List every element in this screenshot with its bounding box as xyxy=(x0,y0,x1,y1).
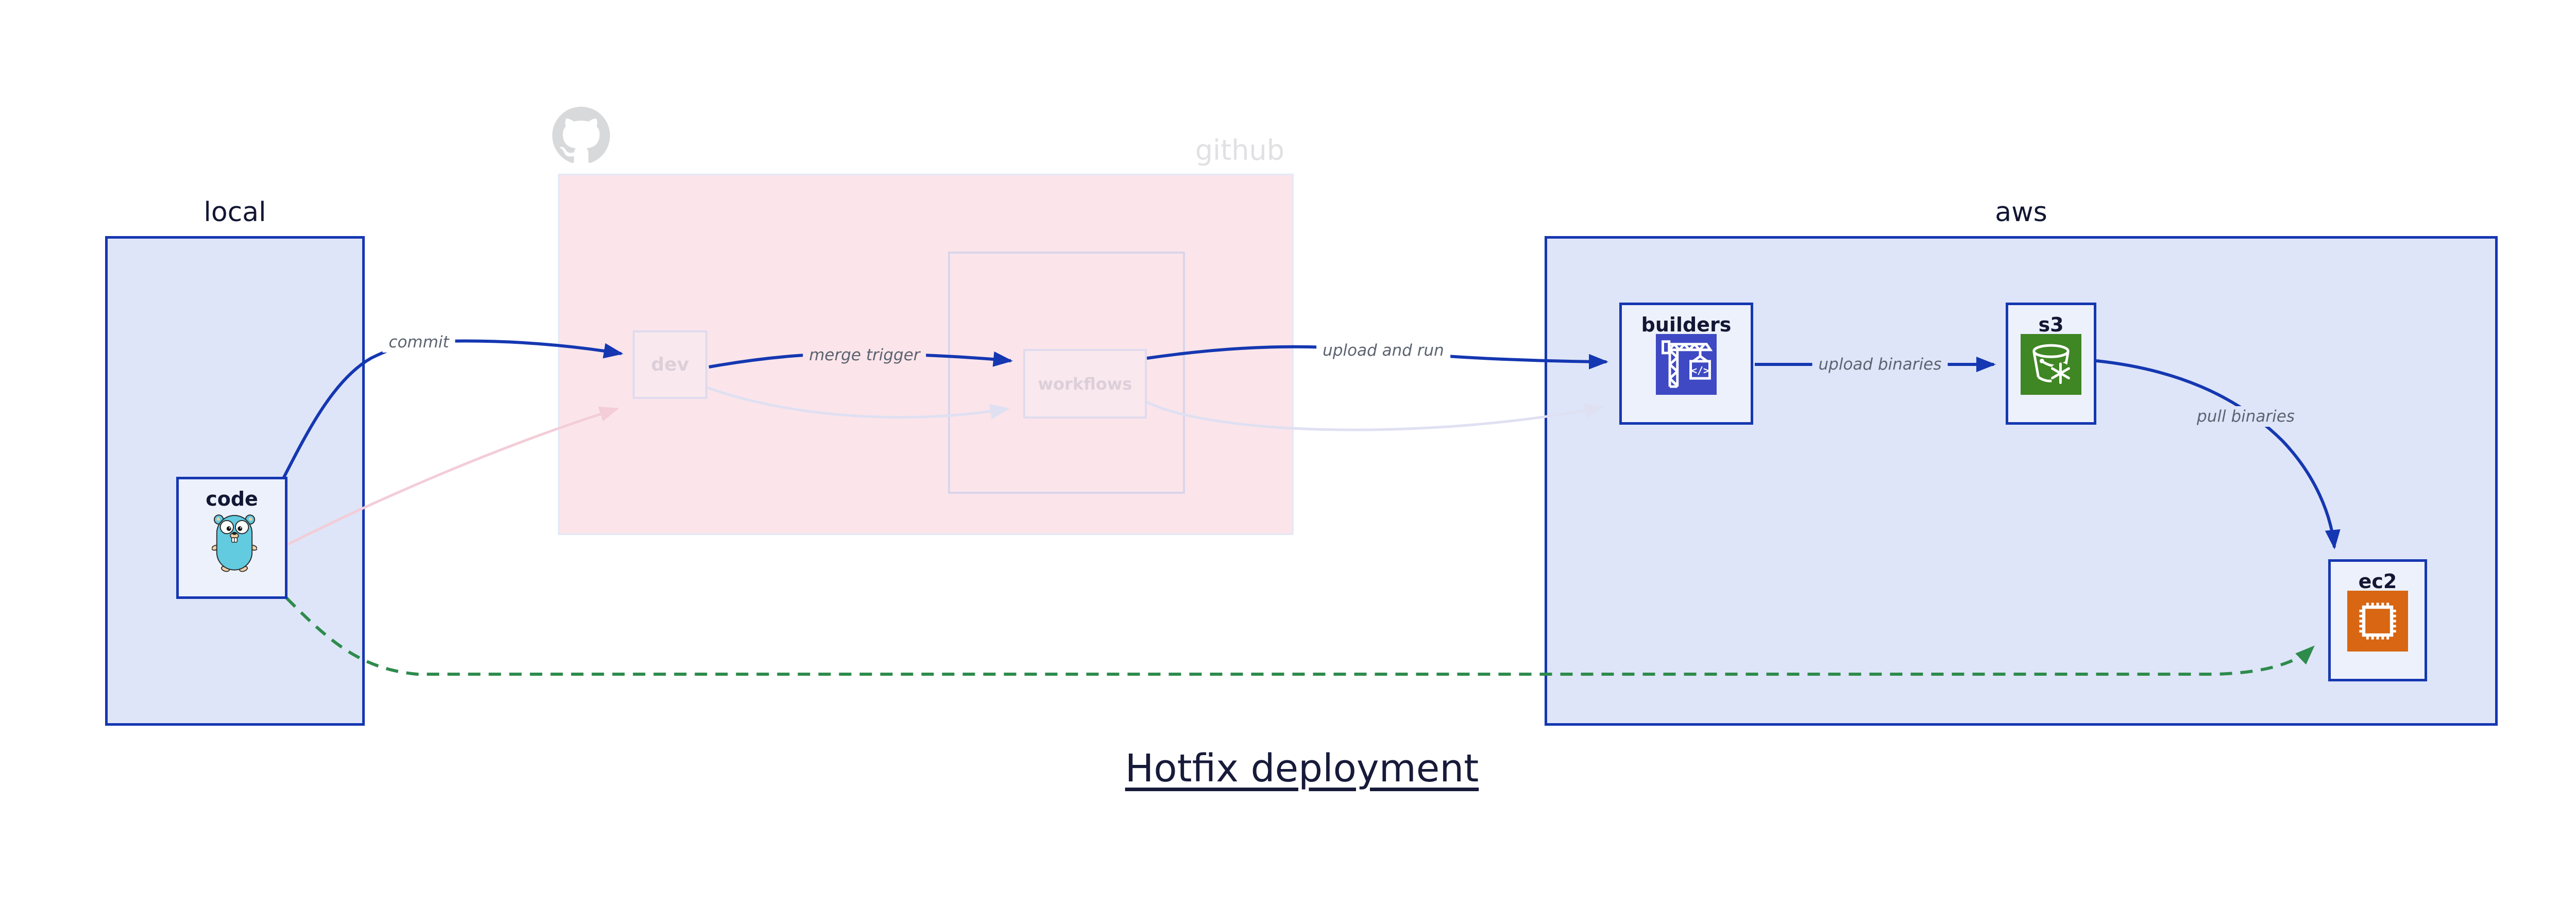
aws-region-label: aws xyxy=(1995,197,2047,228)
edge-label-upload-binaries: upload binaries xyxy=(1812,354,1948,375)
node-ec2-label: ec2 xyxy=(2358,570,2397,593)
node-workflows: workflows xyxy=(1023,349,1147,419)
go-gopher-icon xyxy=(212,514,257,572)
svg-text:</>: </> xyxy=(1691,364,1709,376)
node-code: code xyxy=(176,477,287,599)
aws-codebuild-crane-icon: </> xyxy=(1656,334,1717,395)
github-octocat-icon xyxy=(552,107,610,163)
edge-label-commit: commit xyxy=(382,332,455,353)
master-branch-box xyxy=(948,252,1185,494)
node-s3: s3 xyxy=(2006,303,2096,425)
edge-label-upload-and-run: upload and run xyxy=(1316,340,1450,361)
edge-label-pull-binaries: pull binaries xyxy=(2191,406,2301,427)
node-s3-label: s3 xyxy=(2038,313,2064,336)
aws-ec2-chip-icon xyxy=(2347,591,2408,652)
node-code-label: code xyxy=(206,488,258,510)
edge-label-merge-trigger: merge trigger xyxy=(803,345,926,365)
aws-s3-bucket-snowflake-icon xyxy=(2021,334,2081,395)
github-region-label: github xyxy=(1195,134,1284,166)
node-ec2: ec2 xyxy=(2328,559,2427,681)
diagram-title-text: Hotfix deployment xyxy=(1125,746,1479,791)
node-workflows-label: workflows xyxy=(1038,374,1132,394)
diagram-title: Hotfix deployment xyxy=(0,746,2576,791)
node-builders: builders </> xyxy=(1619,303,1753,425)
node-builders-label: builders xyxy=(1641,313,1732,336)
local-region-label: local xyxy=(204,197,266,228)
node-dev-label: dev xyxy=(651,354,689,375)
node-dev: dev xyxy=(633,330,707,399)
